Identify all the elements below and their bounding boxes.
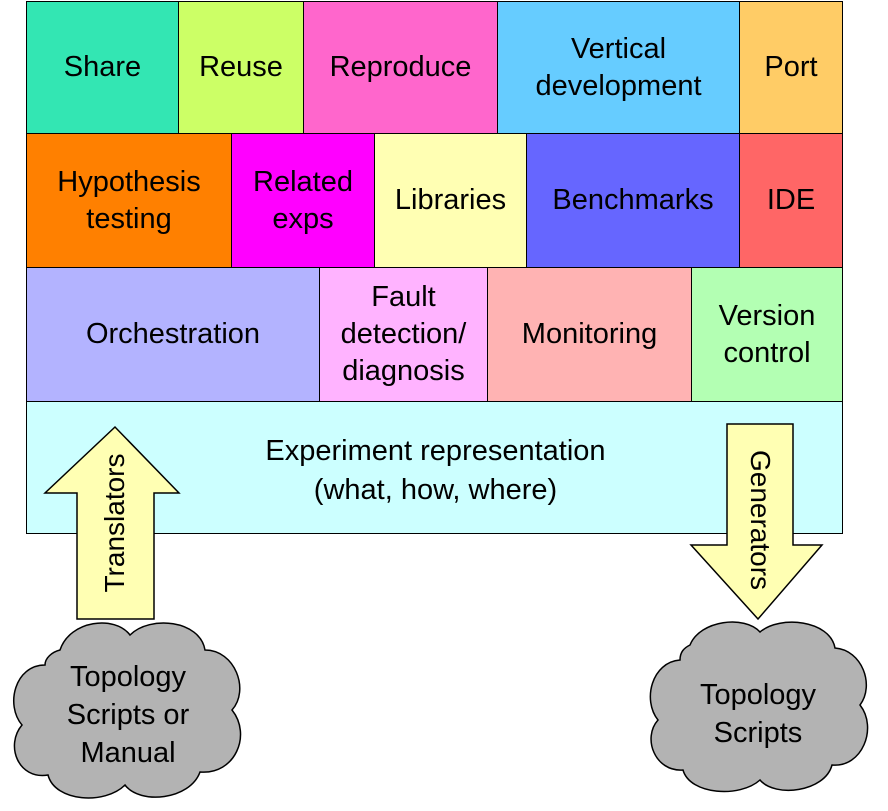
experiment-representation-label: Experiment representation (what, how, wh… [265, 435, 606, 506]
box-benchmarks: Benchmarks [526, 133, 740, 268]
generators-label: Generators [745, 449, 776, 591]
box-fault-detection: Fault detection/ diagnosis [319, 267, 488, 402]
box-vertical-development: Vertical development [497, 1, 740, 134]
box-benchmarks-label: Benchmarks [552, 184, 714, 216]
box-related-exps: Related exps [231, 133, 375, 268]
box-orchestration: Orchestration [26, 267, 320, 402]
translators-arrow [43, 425, 181, 620]
box-orchestration-label: Orchestration [85, 318, 261, 350]
box-version-control: Version control [691, 267, 843, 402]
experiment-representation-layer: Experiment representation (what, how, wh… [26, 401, 843, 534]
box-monitoring-label: Monitoring [521, 318, 658, 350]
box-port-label: Port [764, 51, 818, 83]
left-topology-cloud [13, 622, 242, 799]
box-libraries-label: Libraries [394, 184, 507, 216]
box-hypothesis-testing-label: Hypothesis testing [57, 165, 201, 235]
box-version-control-label: Version control [718, 299, 816, 369]
box-hypothesis-testing: Hypothesis testing [26, 133, 232, 268]
box-monitoring: Monitoring [487, 267, 692, 402]
box-related-exps-label: Related exps [253, 165, 353, 235]
box-port: Port [739, 1, 843, 134]
box-share: Share [26, 1, 179, 134]
box-reproduce: Reproduce [303, 1, 498, 134]
box-vertical-development-label: Vertical development [535, 32, 702, 102]
left-cloud-label: Topology Scripts or Manual [66, 661, 190, 769]
right-cloud-label: Topology Scripts [699, 679, 817, 749]
box-reproduce-label: Reproduce [329, 51, 472, 83]
box-fault-detection-label: Fault detection/ diagnosis [340, 281, 467, 387]
translators-label: Translators [99, 453, 130, 593]
right-topology-cloud [649, 621, 869, 793]
generators-arrow [689, 423, 824, 621]
box-share-label: Share [63, 51, 142, 83]
box-ide: IDE [739, 133, 843, 268]
box-reuse-label: Reuse [199, 51, 283, 83]
box-ide-label: IDE [766, 184, 816, 216]
